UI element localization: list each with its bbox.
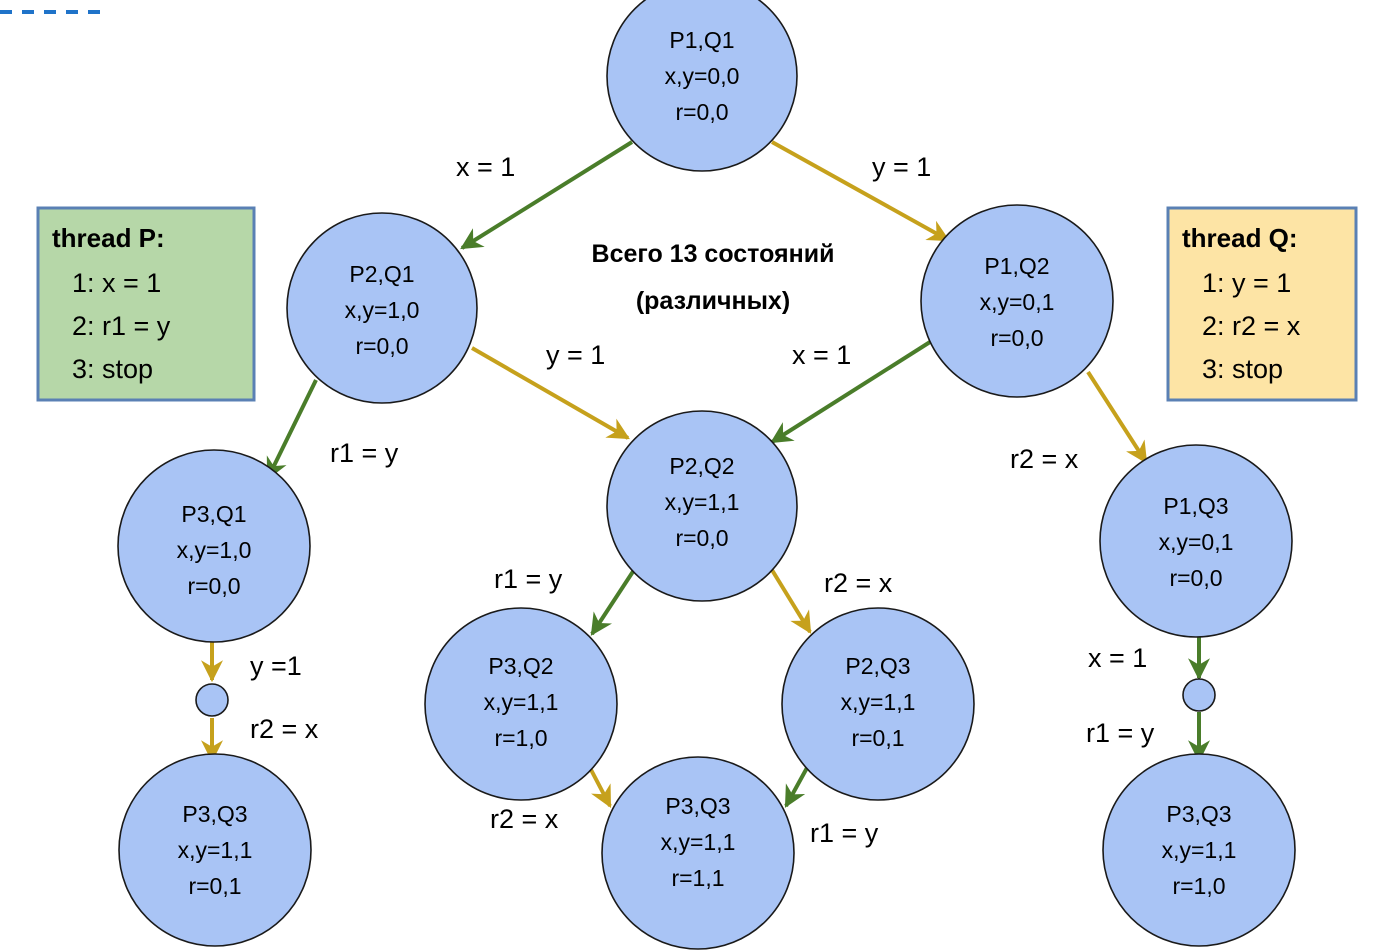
state-node-p1q2: P1,Q2 x,y=0,1 r=0,0 (920, 204, 1114, 398)
state-node-p3q1: P3,Q1 x,y=1,0 r=0,0 (117, 449, 311, 643)
state-node-p2q3: P2,Q3 x,y=1,1 r=0,1 (781, 607, 975, 801)
edge-label: r2 = x (250, 714, 319, 744)
edge-label: r1 = y (330, 438, 399, 468)
edge-p1q2-p2q2 (770, 340, 932, 444)
node-label-line: r=0,0 (1169, 565, 1222, 591)
edge-p3q2-p3q3 (586, 763, 612, 808)
edge-p2q2-p3q2 (590, 568, 636, 636)
edge-label: y = 1 (546, 340, 605, 370)
thread-q-line: 3: stop (1202, 354, 1283, 384)
node-label-line: P1,Q2 (984, 253, 1049, 279)
node-label-line: P2,Q1 (349, 261, 414, 287)
node-label-line: x,y=1,1 (841, 689, 916, 715)
node-label-line: r=0,0 (990, 325, 1043, 351)
thread-p-line: 1: x = 1 (72, 268, 161, 298)
node-label-line: r=1,1 (671, 865, 724, 891)
state-node-p2q1: P2,Q1 x,y=1,0 r=0,0 (286, 212, 478, 404)
edges (201, 140, 1210, 808)
node-label-line: x,y=0,1 (1159, 529, 1234, 555)
thread-q-box: thread Q: 1: y = 1 2: r2 = x 3: stop (1166, 206, 1358, 402)
node-label-line: x,y=1,1 (661, 829, 736, 855)
node-label-line: r=0,0 (355, 333, 408, 359)
edge-p2q1-p2q2 (471, 346, 630, 440)
node-label-line: P1,Q3 (1163, 493, 1228, 519)
edge-p1q2-p1q3 (1086, 370, 1148, 464)
diagram-subtitle: (различных) (636, 287, 790, 315)
node-label-line: P2,Q2 (669, 453, 734, 479)
edge-p2q1-p3q1 (266, 379, 318, 480)
node-label-line: P3,Q2 (488, 653, 553, 679)
edge-label: y = 1 (872, 152, 931, 182)
edge-label: r1 = y (494, 564, 563, 594)
edge-label: x = 1 (792, 340, 851, 370)
thread-q-title: thread Q: (1182, 223, 1298, 253)
intermediate-state-right (1182, 678, 1216, 712)
diagram-title: Всего 13 состояний (592, 240, 835, 268)
state-node-p3q3-left: P3,Q3 x,y=1,1 r=0,1 (118, 753, 312, 947)
node-label-line: x,y=1,1 (484, 689, 559, 715)
node-label-line: P3,Q3 (182, 801, 247, 827)
thread-p-title: thread P: (52, 223, 165, 253)
node-label-line: x,y=1,1 (178, 837, 253, 863)
edge-p1q1-p2q1 (460, 140, 634, 250)
node-label-line: x,y=0,0 (665, 63, 740, 89)
state-node-p3q3-mid: P3,Q3 x,y=1,1 r=1,1 (601, 756, 795, 950)
edge-label: x = 1 (1088, 643, 1147, 673)
state-node-p3q3-right: P3,Q3 x,y=1,1 r=1,0 (1102, 753, 1296, 947)
node-label-line: r=0,0 (187, 573, 240, 599)
state-node-p2q2: P2,Q2 x,y=1,1 r=0,0 (606, 410, 798, 602)
thread-q-line: 1: y = 1 (1202, 268, 1291, 298)
state-node-p3q2: P3,Q2 x,y=1,1 r=1,0 (424, 607, 618, 801)
node-label-line: x,y=1,0 (177, 537, 252, 563)
state-node-p1q1: P1,Q1 x,y=0,0 r=0,0 (606, 0, 798, 172)
node-label-line: r=0,1 (851, 725, 904, 751)
intermediate-state-left (195, 683, 229, 717)
edge-p1q1-p1q2 (771, 140, 950, 242)
node-label-line: r=0,0 (675, 525, 728, 551)
edge-label: x = 1 (456, 152, 515, 182)
edge-label: r2 = x (490, 804, 559, 834)
edge-p2q2-p2q3 (770, 568, 812, 634)
thread-q-line: 2: r2 = x (1202, 311, 1301, 341)
node-label-line: x,y=1,1 (665, 489, 740, 515)
node-label-line: r=0,1 (188, 873, 241, 899)
node-label-line: x,y=0,1 (980, 289, 1055, 315)
node-label-line: P3,Q3 (1166, 801, 1231, 827)
edge-label: r2 = x (824, 568, 893, 598)
node-label-line: P2,Q3 (845, 653, 910, 679)
edge-label: y =1 (250, 651, 302, 681)
node-label-line: x,y=1,0 (345, 297, 420, 323)
node-label-line: r=0,0 (675, 99, 728, 125)
node-label-line: P3,Q1 (181, 501, 246, 527)
edge-p2q3-p3q3 (784, 765, 810, 808)
edge-label: r1 = y (1086, 718, 1155, 748)
node-label-line: r=1,0 (1172, 873, 1225, 899)
thread-p-line: 2: r1 = y (72, 311, 171, 341)
state-node-p1q3: P1,Q3 x,y=0,1 r=0,0 (1099, 444, 1293, 638)
thread-p-line: 3: stop (72, 354, 153, 384)
node-label-line: r=1,0 (494, 725, 547, 751)
node-label-line: P3,Q3 (665, 793, 730, 819)
edge-label: r2 = x (1010, 444, 1079, 474)
edge-label: r1 = y (810, 818, 879, 848)
node-label-line: x,y=1,1 (1162, 837, 1237, 863)
thread-p-box: thread P: 1: x = 1 2: r1 = y 3: stop (36, 206, 256, 402)
node-label-line: P1,Q1 (669, 27, 734, 53)
